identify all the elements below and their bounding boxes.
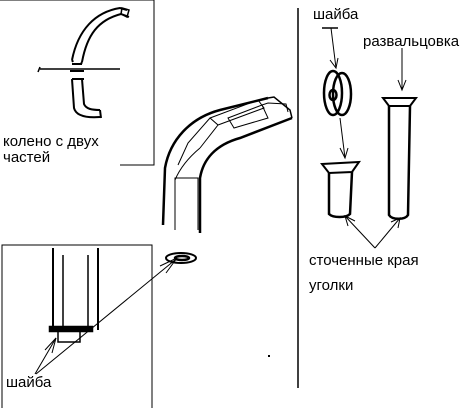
bent-pipe-inner-sleeve (174, 99, 289, 230)
pipe-with-washer-icon (48, 248, 99, 343)
arrow-washer-to-fitting (339, 117, 349, 160)
washer-large-icon (322, 27, 353, 117)
panel-washer-detail (1, 244, 153, 408)
washer-label-top: шайба (313, 6, 359, 23)
elbow-label-line1: колено с двух (3, 133, 99, 150)
stray-dot (268, 355, 270, 357)
washer-small-icon (165, 252, 197, 264)
panel-elbow-two-parts (0, 0, 155, 166)
elbow-two-parts-icon (37, 6, 130, 119)
washer-label-bottom: шайба (6, 374, 52, 391)
arrow-flaring (397, 48, 407, 92)
arrow-to-pipe-washer (34, 257, 178, 375)
arrows-turned-edges (344, 215, 401, 249)
short-flared-fitting-icon (320, 160, 361, 219)
long-flared-fitting-icon (381, 97, 418, 220)
elbow-label-line2: частей (3, 149, 51, 166)
corners-label: уголки (309, 277, 354, 294)
bent-pipe-icon (161, 96, 293, 233)
turned-edges-label: сточенные края (309, 252, 419, 269)
flaring-label: развальцовка (363, 33, 460, 50)
